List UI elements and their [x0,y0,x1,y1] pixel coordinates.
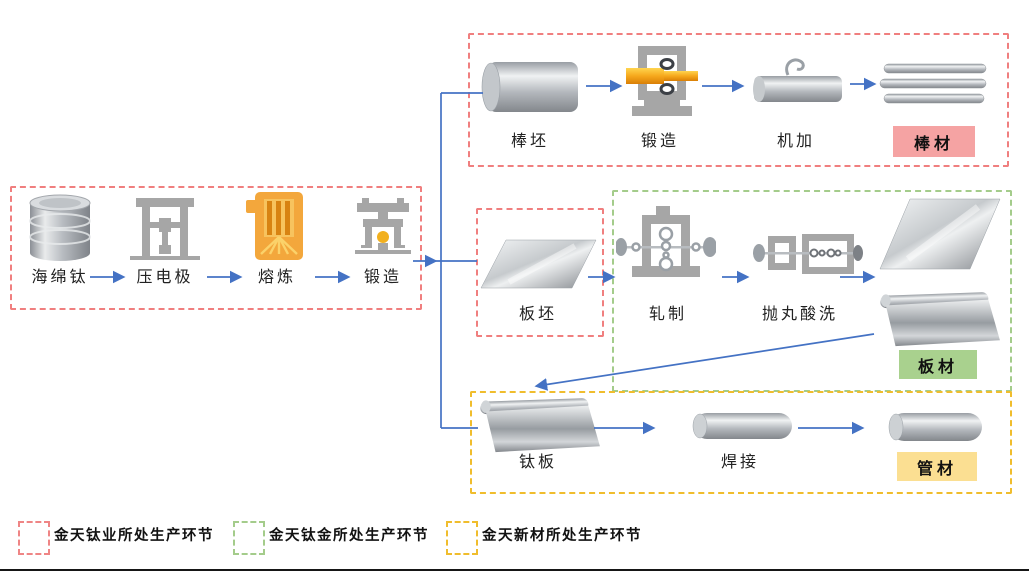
step-label-smelting: 熔炼 [257,267,296,286]
tube-product-icon [884,412,984,442]
rolling-mill-icon [616,206,716,292]
machining-icon [750,56,846,104]
tube-line-box [470,391,1012,494]
titanium-sheet-icon [476,396,604,454]
step-label-titanium-sheet: 钛板 [518,452,557,471]
furnace-icon [246,192,308,264]
tube-product-badge: 管材 [897,452,977,481]
legend-label-jintian-xincai: 金天新材所处生产环节 [482,527,642,544]
electrode-press-icon [130,198,200,262]
step-label-pickling: 抛丸酸洗 [761,304,838,323]
legend-swatch-green [233,521,265,555]
bar-billet-icon [480,60,580,114]
plate-product-badge: 板材 [899,350,977,379]
bar-forging-machine-icon [626,44,698,116]
step-label-slab: 板坯 [518,304,557,323]
step-label-electrode-press: 压电极 [136,267,194,286]
bar-product-badge: 棒材 [893,126,975,157]
step-label-welding: 焊接 [720,452,759,471]
legend-swatch-red [18,521,50,555]
forging-press-icon [352,198,414,256]
welded-tube-icon [688,412,794,440]
step-label-rolling: 轧制 [648,304,687,323]
plate-product-icon [878,197,1002,271]
coil-product-icon [876,290,1004,348]
bar-line-box [468,33,1009,167]
bar-product-icon [878,62,990,106]
step-label-forging: 锻造 [363,267,402,286]
legend-label-jintian-taijin: 金天钛金所处生产环节 [269,527,429,544]
legend-label-jintian-taiye: 金天钛业所处生产环节 [54,527,214,544]
step-label-bar-forging: 锻造 [640,131,679,150]
step-label-sponge-titanium: 海绵钛 [31,267,89,286]
step-label-machining: 机加 [776,131,815,150]
legend-swatch-yellow [446,521,478,555]
bottom-divider [0,569,1029,571]
shot-blast-pickling-icon [752,232,864,280]
step-label-bar-billet: 棒坯 [510,131,549,150]
slab-icon [479,238,599,290]
upstream-process-box [10,186,422,310]
drum-icon [27,193,93,263]
